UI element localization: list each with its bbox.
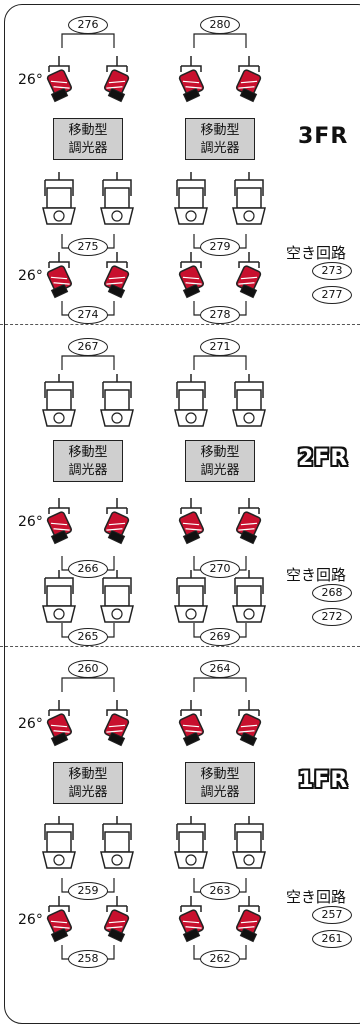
profile-spot-icon	[104, 498, 130, 545]
profile-spot-icon	[236, 700, 262, 747]
portable-dimmer: 移動型調光器	[53, 440, 123, 482]
dimmer-label-line1: 移動型	[68, 445, 108, 460]
circuit-number: 274	[68, 306, 108, 324]
free-circuit-label: 空き回路	[286, 566, 347, 584]
circuit-number: 265	[68, 628, 108, 646]
circuit-number: 259	[68, 882, 108, 900]
free-circuit-number: 277	[312, 286, 352, 304]
fresnel-lamp-icon	[42, 570, 76, 623]
portable-dimmer: 移動型調光器	[53, 118, 123, 160]
profile-spot-icon	[46, 56, 72, 103]
profile-spot-icon	[46, 700, 72, 747]
profile-spot-icon	[104, 896, 130, 943]
fresnel-lamp-icon	[100, 172, 134, 225]
profile-spot-icon	[178, 700, 204, 747]
beam-angle-label: 26°	[18, 912, 43, 928]
circuit-number: 262	[200, 950, 240, 968]
fresnel-lamp-icon	[174, 570, 208, 623]
dimmer-label-line1: 移動型	[68, 123, 108, 138]
fresnel-lamp-icon	[42, 374, 76, 427]
floor-divider	[0, 324, 360, 325]
dimmer-label-line1: 移動型	[200, 445, 240, 460]
dimmer-label-line1: 移動型	[68, 767, 108, 782]
fresnel-lamp-icon	[42, 816, 76, 869]
fresnel-lamp-icon	[232, 374, 266, 427]
fresnel-lamp-icon	[174, 816, 208, 869]
dimmer-label-line1: 移動型	[200, 123, 240, 138]
dimmer-label-line1: 移動型	[200, 767, 240, 782]
circuit-number: 263	[200, 882, 240, 900]
portable-dimmer: 移動型調光器	[185, 762, 255, 804]
circuit-number: 275	[68, 238, 108, 256]
dimmer-label-line2: 調光器	[200, 785, 240, 800]
portable-dimmer: 移動型調光器	[185, 440, 255, 482]
profile-spot-icon	[236, 498, 262, 545]
profile-spot-icon	[178, 56, 204, 103]
circuit-number: 270	[200, 560, 240, 578]
free-circuit-number: 273	[312, 262, 352, 280]
circuit-number: 258	[68, 950, 108, 968]
profile-spot-icon	[178, 252, 204, 299]
profile-spot-icon	[236, 896, 262, 943]
free-circuit-number: 261	[312, 930, 352, 948]
dimmer-label-line2: 調光器	[68, 463, 108, 478]
circuit-number: 260	[68, 660, 108, 678]
dimmer-label-line2: 調光器	[68, 785, 108, 800]
circuit-number: 271	[200, 338, 240, 356]
fresnel-lamp-icon	[232, 816, 266, 869]
beam-angle-label: 26°	[18, 268, 43, 284]
diagram-frame	[4, 4, 360, 1024]
profile-spot-icon	[104, 252, 130, 299]
free-circuit-number: 257	[312, 906, 352, 924]
free-circuit-label: 空き回路	[286, 888, 347, 906]
free-circuit-label: 空き回路	[286, 244, 347, 262]
circuit-number: 266	[68, 560, 108, 578]
fresnel-lamp-icon	[232, 172, 266, 225]
circuit-number: 269	[200, 628, 240, 646]
fresnel-lamp-icon	[100, 374, 134, 427]
circuit-number: 278	[200, 306, 240, 324]
profile-spot-icon	[236, 56, 262, 103]
profile-spot-icon	[178, 498, 204, 545]
fresnel-lamp-icon	[174, 172, 208, 225]
beam-angle-label: 26°	[18, 716, 43, 732]
profile-spot-icon	[104, 56, 130, 103]
floor-label: 3FR	[298, 124, 349, 149]
profile-spot-icon	[46, 252, 72, 299]
circuit-number: 264	[200, 660, 240, 678]
floor-divider	[0, 646, 360, 647]
profile-spot-icon	[236, 252, 262, 299]
fresnel-lamp-icon	[100, 570, 134, 623]
profile-spot-icon	[46, 498, 72, 545]
free-circuit-number: 272	[312, 608, 352, 626]
fresnel-lamp-icon	[174, 374, 208, 427]
fresnel-lamp-icon	[232, 570, 266, 623]
circuit-number: 267	[68, 338, 108, 356]
dimmer-label-line2: 調光器	[200, 141, 240, 156]
circuit-number: 279	[200, 238, 240, 256]
beam-angle-label: 26°	[18, 72, 43, 88]
portable-dimmer: 移動型調光器	[185, 118, 255, 160]
profile-spot-icon	[46, 896, 72, 943]
profile-spot-icon	[178, 896, 204, 943]
circuit-number: 276	[68, 16, 108, 34]
beam-angle-label: 26°	[18, 514, 43, 530]
free-circuit-number: 268	[312, 584, 352, 602]
floor-label: 1FR	[298, 768, 349, 793]
fresnel-lamp-icon	[100, 816, 134, 869]
dimmer-label-line2: 調光器	[200, 463, 240, 478]
dimmer-label-line2: 調光器	[68, 141, 108, 156]
portable-dimmer: 移動型調光器	[53, 762, 123, 804]
circuit-number: 280	[200, 16, 240, 34]
fresnel-lamp-icon	[42, 172, 76, 225]
profile-spot-icon	[104, 700, 130, 747]
floor-label: 2FR	[298, 446, 349, 471]
